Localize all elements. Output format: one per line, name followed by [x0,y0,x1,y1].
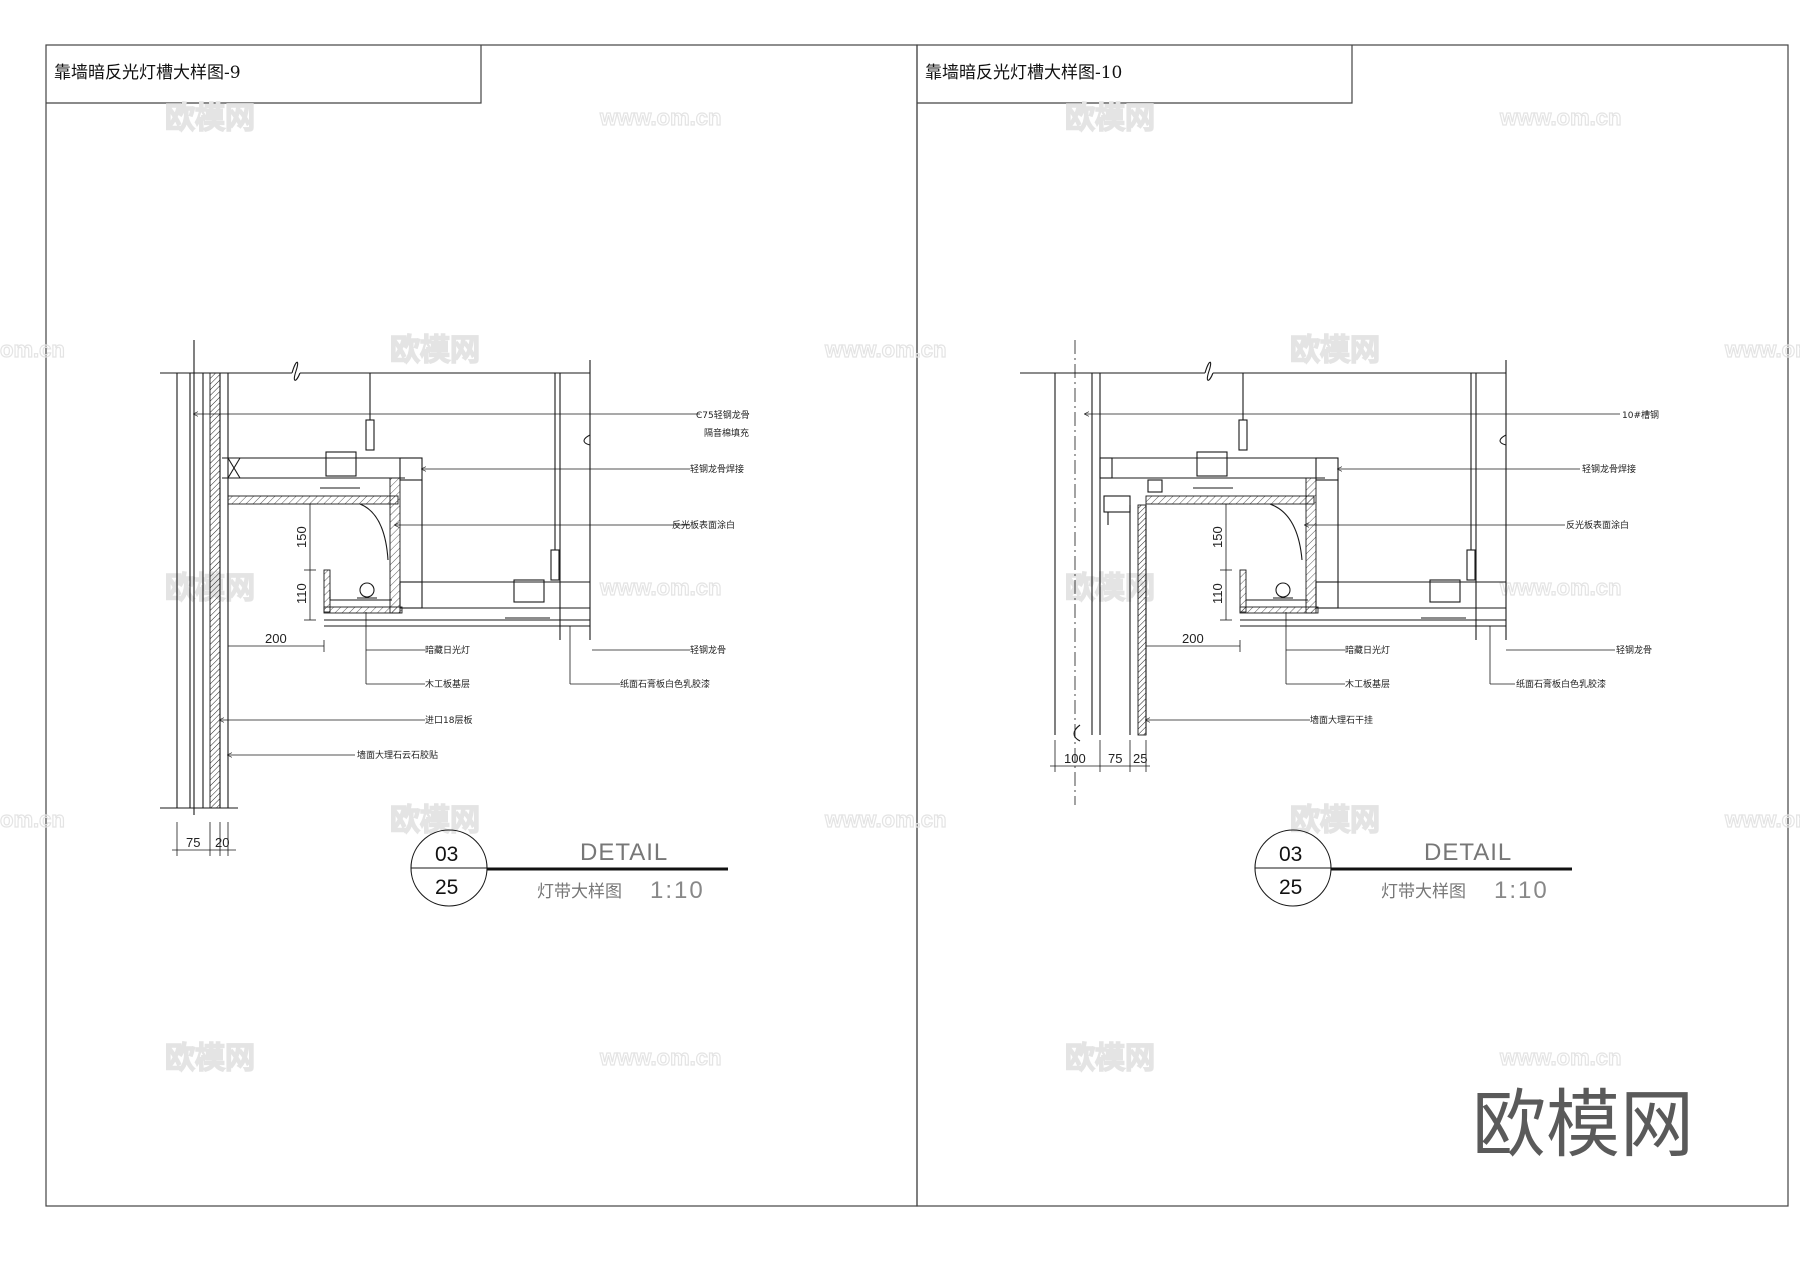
note: 轻钢龙骨 [1616,644,1652,656]
callout-number-top: 03 [435,843,458,866]
note: 反光板表面涂白 [1566,519,1629,531]
title-box-left: 靠墙暗反光灯槽大样图-9 [46,45,482,104]
watermark-url: www.om.cn [599,1045,721,1070]
panel-title-right: 靠墙暗反光灯槽大样图-10 [925,63,1122,83]
callout-number-bottom: 25 [1279,876,1302,899]
watermark-logo-large: 欧模网 [1472,1082,1694,1168]
detail-callout-left: 03 25 DETAIL 灯带大样图 1:10 [410,829,728,907]
dimension: 150 [1210,526,1225,548]
callout-scale: 1:10 [650,877,705,904]
watermark-url: www.om.cn [824,807,946,832]
dimension: 150 [294,526,309,548]
watermark-logo: 欧模网 [165,1041,255,1076]
watermarks: 欧模网 www.om.cn 欧模网 www.om.cn om.cn 欧模网 ww… [0,100,1800,1076]
note: 纸面石膏板白色乳胶漆 [620,678,710,690]
note: 进口18层板 [425,714,472,726]
callout-name: 灯带大样图 [1381,882,1466,902]
panel-title-left: 靠墙暗反光灯槽大样图-9 [54,63,241,83]
watermark-logo: 欧模网 [1065,1041,1155,1076]
detail-callout-right: 03 25 DETAIL 灯带大样图 1:10 [1254,829,1572,907]
detail-drawing-left: C75轻钢龙骨 隔音棉填充 轻钢龙骨焊接 反光板表面涂白 暗藏日光灯 木工板基层… [160,340,750,856]
watermark-logo: 欧模网 [1290,333,1380,368]
callout-number-bottom: 25 [435,876,458,899]
note: 隔音棉填充 [704,427,749,439]
dimension: 110 [1210,583,1225,604]
note: 暗藏日光灯 [425,644,470,656]
watermark-logo: 欧模网 [1290,803,1380,838]
note: 暗藏日光灯 [1345,644,1390,656]
dimension: 110 [294,583,309,604]
watermark-logo: 欧模网 [165,101,255,136]
watermark-url: www.om.cn [1499,575,1621,600]
watermark-logo: 欧模网 [1065,101,1155,136]
note: 反光板表面涂白 [672,519,735,531]
callout-number-top: 03 [1279,843,1302,866]
dimension: 25 [1133,751,1147,766]
dimension: 75 [186,835,200,850]
dimension: 20 [215,835,229,850]
watermark-url: om.cn [0,807,65,832]
dimension: 100 [1064,751,1086,766]
detail-drawing-right: 10#槽钢 轻钢龙骨焊接 反光板表面涂白 暗藏日光灯 木工板基层 墙面大理石干挂… [1020,340,1659,805]
watermark-url: om.cn [0,337,65,362]
callout-detail-label: DETAIL [580,839,668,866]
callout-name: 灯带大样图 [537,882,622,902]
watermark-url: www.om.cn [1724,337,1800,362]
watermark-url: www.om.cn [1499,105,1621,130]
note: 墙面大理石云石胶贴 [357,749,438,761]
note: 轻钢龙骨焊接 [690,463,744,475]
watermark-url: www.om.cn [599,575,721,600]
watermark-url: www.om.cn [1724,807,1800,832]
title-box-right: 靠墙暗反光灯槽大样图-10 [917,45,1353,104]
watermark-logo: 欧模网 [390,333,480,368]
note: 轻钢龙骨 [690,644,726,656]
note: 轻钢龙骨焊接 [1582,463,1636,475]
note: 10#槽钢 [1622,409,1659,421]
note: 纸面石膏板白色乳胶漆 [1516,678,1606,690]
watermark-url: www.om.cn [599,105,721,130]
watermark-url: www.om.cn [824,337,946,362]
note: C75轻钢龙骨 [696,409,750,421]
note: 木工板基层 [425,678,470,690]
dimension: 200 [265,631,287,646]
watermark-url: www.om.cn [1499,1045,1621,1070]
note: 木工板基层 [1345,678,1390,690]
dimension: 75 [1108,751,1122,766]
note: 墙面大理石干挂 [1310,714,1373,726]
callout-scale: 1:10 [1494,877,1549,904]
dimension: 200 [1182,631,1204,646]
callout-detail-label: DETAIL [1424,839,1512,866]
